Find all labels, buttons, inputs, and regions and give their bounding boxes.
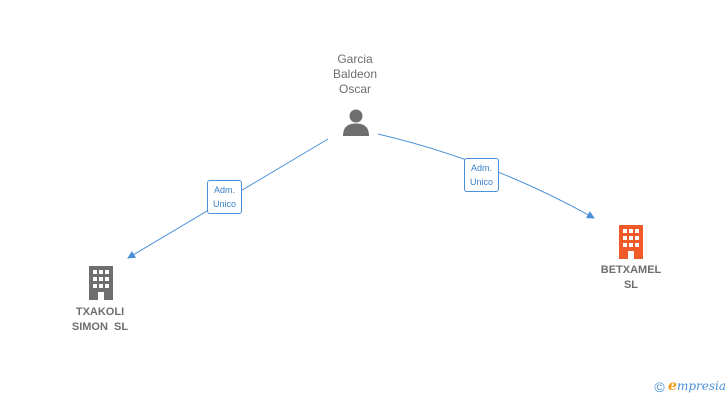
- person-name-line-2: Baldeon: [332, 67, 378, 81]
- brand-logo-initial: e: [668, 378, 677, 395]
- person-name-line-1: Garcia: [337, 52, 373, 66]
- relation-badge-betxamel[interactable]: Adm. Unico: [464, 158, 500, 192]
- copyright-icon: ©: [654, 379, 665, 395]
- building-icon[interactable]: [616, 225, 646, 259]
- company-name-line-2: SIMON SL: [71, 321, 129, 333]
- building-icon[interactable]: [86, 266, 116, 300]
- company-label-txakoli[interactable]: TXAKOLI SIMON SL: [55, 305, 145, 335]
- person-icon[interactable]: [341, 107, 371, 137]
- person-name-line-3: Oscar: [338, 82, 371, 96]
- relation-label-line-1: Adm.: [471, 163, 493, 173]
- company-name-line-1: TXAKOLI: [75, 306, 125, 318]
- relation-label-line-2: Unico: [213, 199, 237, 209]
- relation-label-line-2: Unico: [470, 177, 494, 187]
- relation-badge-txakoli[interactable]: Adm. Unico: [207, 180, 243, 214]
- company-name-line-2: SL: [623, 279, 639, 291]
- person-name-label: Garcia Baldeon Oscar: [318, 52, 392, 97]
- company-name-line-1: BETXAMEL: [600, 264, 662, 276]
- relation-label-line-1: Adm.: [214, 185, 236, 195]
- brand-logo-text: mpresia: [676, 379, 726, 394]
- brand-watermark: © empresia: [654, 378, 726, 395]
- company-label-betxamel[interactable]: BETXAMEL SL: [586, 263, 676, 293]
